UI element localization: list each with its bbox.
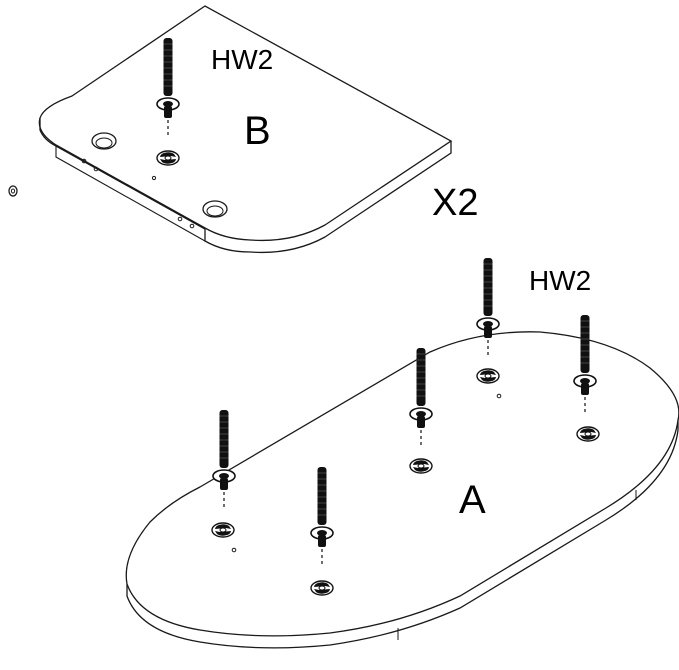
panel-b-label: B: [244, 109, 271, 153]
hardware-label-a: HW2: [529, 265, 591, 296]
insert-nut-icon: [156, 150, 180, 166]
panel-b-hole: [202, 200, 228, 218]
panel-a-top: [125, 331, 679, 637]
panel-a-label: A: [459, 478, 486, 522]
insert-nut-icon: [476, 368, 500, 384]
insert-nut-icon: [310, 580, 334, 596]
panel-b-top: [38, 5, 453, 242]
insert-nut-icon: [211, 522, 235, 538]
panel-b-edge: [39, 118, 452, 254]
panel-a-edge: [126, 418, 679, 649]
insert-nut-icon: [409, 458, 433, 474]
panel-b: [38, 5, 453, 254]
insert-nut-icon: [576, 426, 600, 442]
quantity-label: X2: [432, 182, 478, 224]
loose-washer-icon: [8, 185, 18, 197]
hardware-label-b: HW2: [211, 44, 273, 75]
panel-a: [125, 257, 679, 649]
panel-b-hole: [91, 132, 117, 150]
